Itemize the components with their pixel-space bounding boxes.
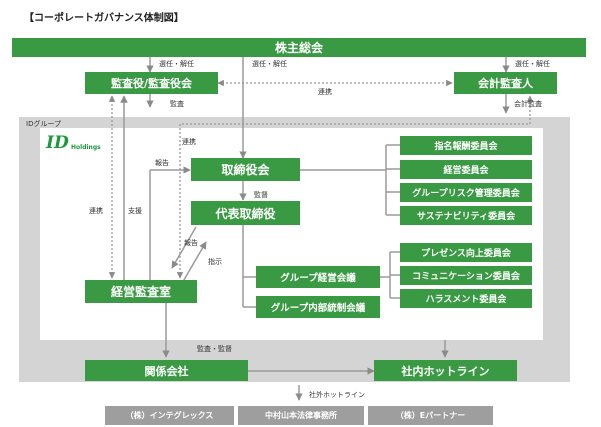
nomination-compensation-committee-box: 指名報酬委員会 bbox=[400, 136, 532, 155]
label-elect-dismiss-auditors: 選任・解任 bbox=[159, 60, 194, 68]
id-logo-mark: ID bbox=[46, 133, 69, 153]
group-management-meeting-box: グループ経営会議 bbox=[256, 266, 380, 288]
label-external-hotline: 社外ホットライン bbox=[309, 391, 365, 399]
group-risk-management-committee-box: グループリスク管理委員会 bbox=[400, 183, 532, 202]
internal-audit-office-box: 経営監査室 bbox=[85, 280, 197, 303]
id-logo-text: Holdings bbox=[71, 144, 101, 151]
label-audit-supervise: 監査・監督 bbox=[197, 345, 232, 353]
label-support: 支援 bbox=[128, 207, 142, 215]
presence-improvement-committee-box: プレゼンス向上委員会 bbox=[400, 243, 532, 262]
label-elect-dismiss-accounting: 選任・解任 bbox=[515, 60, 550, 68]
management-committee-box: 経営委員会 bbox=[400, 160, 532, 179]
external-firm-e-partner: （株）Eパートナー bbox=[368, 406, 493, 425]
label-accounting-audit: 会計監査 bbox=[514, 100, 542, 108]
label-elect-dismiss-board: 選任・解任 bbox=[252, 60, 287, 68]
communication-committee-box: コミュニケーション委員会 bbox=[400, 266, 532, 285]
label-audit: 監査 bbox=[170, 100, 184, 108]
external-firm-integrex: （株）インテグレックス bbox=[105, 406, 234, 425]
label-supervise: 監督 bbox=[254, 191, 268, 199]
label-cooperation-accounting: 連携 bbox=[182, 138, 196, 146]
internal-hotline-box: 社内ホットライン bbox=[374, 360, 517, 381]
label-report-representative: 報告 bbox=[184, 239, 198, 247]
affiliates-box: 関係会社 bbox=[85, 360, 248, 381]
label-cooperation-internal: 連携 bbox=[89, 207, 103, 215]
shareholders-meeting-box: 株主総会 bbox=[12, 38, 586, 57]
label-instruct: 指示 bbox=[208, 258, 222, 266]
harassment-committee-box: ハラスメント委員会 bbox=[400, 289, 532, 308]
representative-director-box: 代表取締役 bbox=[191, 201, 300, 225]
label-report-board: 報告 bbox=[155, 159, 169, 167]
sustainability-committee-box: サステナビリティ委員会 bbox=[400, 206, 532, 225]
auditors-box: 監査役/監査役会 bbox=[85, 72, 218, 94]
group-label: IDグループ bbox=[26, 120, 62, 128]
group-internal-control-meeting-box: グループ内部統制会議 bbox=[256, 296, 380, 318]
label-cooperation-auditors: 連携 bbox=[318, 88, 332, 96]
page-title: 【コーポレートガバナンス体制図】 bbox=[24, 13, 184, 24]
accounting-auditor-box: 会計監査人 bbox=[454, 72, 557, 94]
board-of-directors-box: 取締役会 bbox=[191, 158, 300, 181]
external-firm-law-office: 中村山本法律事務所 bbox=[238, 406, 364, 425]
